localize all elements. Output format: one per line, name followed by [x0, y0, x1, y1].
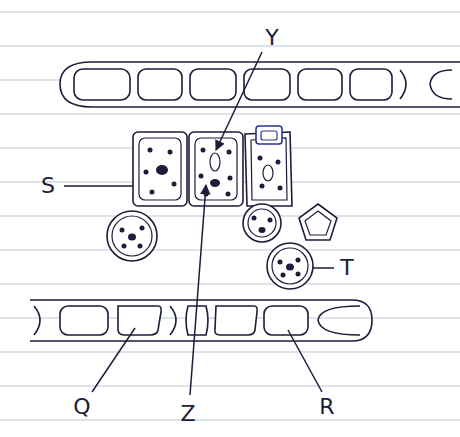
part-label: Y	[263, 26, 280, 50]
leader-lines	[64, 52, 334, 395]
cell-contents	[120, 148, 301, 278]
part-label: Q	[71, 395, 92, 419]
vacuoles	[210, 153, 273, 181]
paper-lines	[0, 12, 460, 420]
mesophyll-cells	[107, 126, 337, 289]
part-label: T	[338, 256, 355, 280]
lower-epidermis	[30, 300, 372, 341]
upper-epidermis	[60, 62, 460, 107]
part-label: R	[317, 395, 336, 419]
part-label: Z	[178, 402, 197, 426]
part-label: S	[39, 174, 57, 198]
